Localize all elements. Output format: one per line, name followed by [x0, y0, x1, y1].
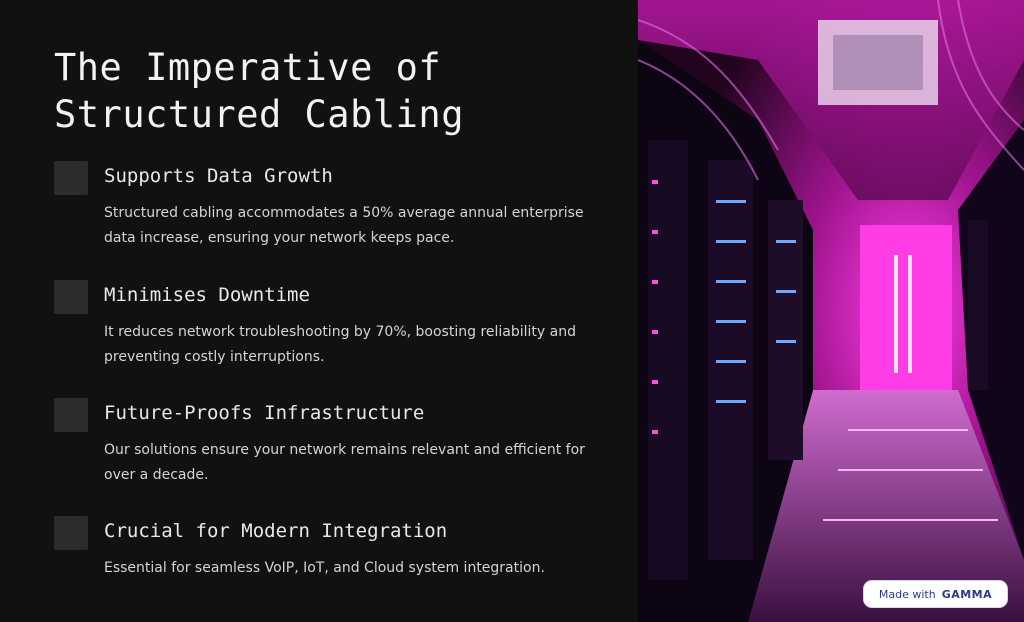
server-room-image — [638, 0, 1024, 622]
item-text: Our solutions ensure your network remain… — [104, 442, 585, 483]
item-heading: Crucial for Modern Integration — [104, 520, 448, 542]
server-corridor-illustration — [638, 0, 1024, 622]
text-panel: The Imperative of Structured Cabling Sup… — [54, 44, 614, 576]
badge-prefix: Made with — [878, 587, 936, 601]
item-heading: Minimises Downtime — [104, 284, 310, 306]
item-heading: Supports Data Growth — [104, 165, 333, 187]
item-text: Essential for seamless VoIP, IoT, and Cl… — [104, 560, 545, 576]
bullet-square-icon — [54, 161, 88, 195]
bullet-square-icon — [54, 516, 88, 550]
item-heading: Future-Proofs Infrastructure — [104, 402, 425, 424]
item-text: Structured cabling accommodates a 50% av… — [104, 205, 584, 246]
item-text: It reduces network troubleshooting by 70… — [104, 324, 576, 365]
made-with-gamma-badge[interactable]: Made with GAMMA — [863, 580, 1008, 608]
title-line-1: The Imperative of — [54, 46, 442, 89]
slide-title: The Imperative of Structured Cabling — [54, 44, 614, 138]
bullet-square-icon — [54, 280, 88, 314]
bullet-square-icon — [54, 398, 88, 432]
title-line-2: Structured Cabling — [54, 93, 464, 136]
gamma-logo: GAMMA — [941, 587, 993, 601]
